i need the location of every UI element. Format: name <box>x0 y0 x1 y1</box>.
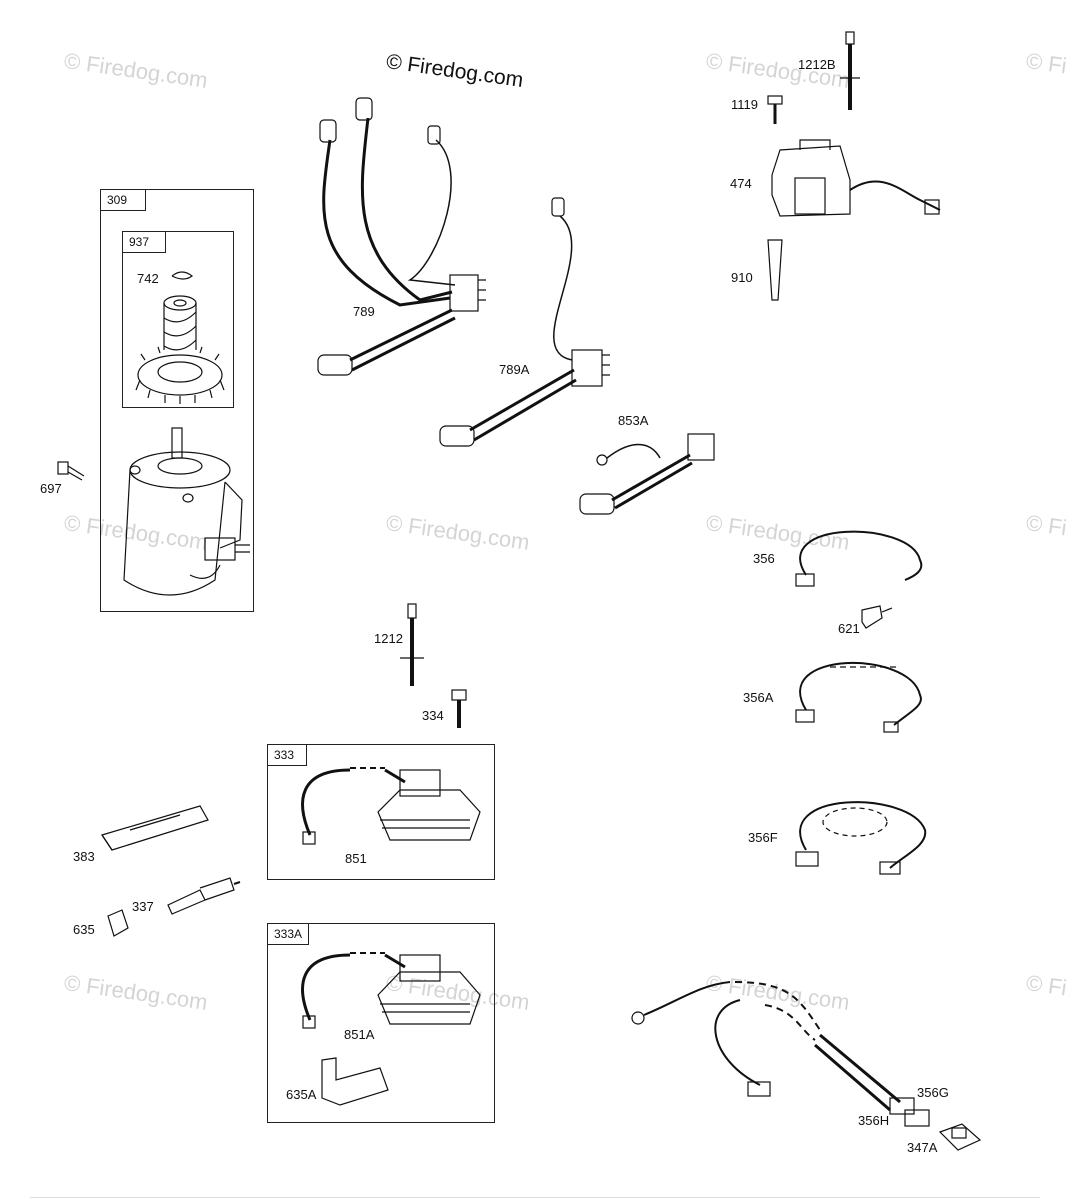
part-333A-drawing <box>301 952 481 1029</box>
frame-937: 937 <box>122 231 234 408</box>
label-789A: 789A <box>499 362 530 377</box>
label-356: 356 <box>753 551 775 566</box>
label-621: 621 <box>838 621 860 636</box>
label-853A: 853A <box>618 413 649 428</box>
part-635A-drawing <box>321 1057 389 1106</box>
frame-309: 309 <box>100 189 254 612</box>
part-347A-drawing <box>938 1123 982 1151</box>
part-789-drawing <box>317 97 486 376</box>
starter-drive-drawing <box>135 295 225 404</box>
label-334: 334 <box>422 708 444 723</box>
bottom-divider <box>30 1197 1040 1198</box>
part-356F-drawing <box>795 801 927 875</box>
label-635: 635 <box>73 922 95 937</box>
part-383-drawing <box>101 805 209 851</box>
part-1212B-drawing <box>840 31 860 110</box>
part-742-drawing <box>171 271 193 280</box>
part-635-drawing <box>107 909 129 937</box>
label-1119: 1119 <box>731 97 758 112</box>
label-742: 742 <box>137 271 159 286</box>
label-789: 789 <box>353 304 375 319</box>
part-621-drawing <box>861 605 893 629</box>
label-356G: 356G <box>917 1085 949 1100</box>
part-853A-drawing <box>579 433 715 515</box>
frame-937-label: 937 <box>123 232 167 253</box>
part-356A-drawing <box>795 661 922 733</box>
label-337: 337 <box>132 899 154 914</box>
part-697-drawing <box>57 461 85 481</box>
label-356H: 356H <box>858 1113 890 1128</box>
label-851: 851 <box>345 851 367 866</box>
label-347A: 347A <box>907 1140 938 1155</box>
label-697: 697 <box>40 481 62 496</box>
label-1212: 1212 <box>374 631 403 646</box>
label-474: 474 <box>730 176 752 191</box>
frame-333A-label: 333A <box>268 924 310 945</box>
part-333-drawing <box>301 767 481 845</box>
part-1119-drawing <box>767 95 783 124</box>
part-356-drawing <box>795 530 923 587</box>
frame-333: 333 <box>267 744 495 880</box>
frame-333A: 333A <box>267 923 495 1123</box>
part-910-drawing <box>767 239 783 301</box>
label-851A: 851A <box>344 1027 375 1042</box>
part-1212-drawing <box>400 603 424 686</box>
part-334-drawing <box>451 689 467 728</box>
frame-333-label: 333 <box>268 745 308 766</box>
frame-309-label: 309 <box>101 190 147 211</box>
part-789A-drawing <box>439 197 610 447</box>
label-356A: 356A <box>743 690 774 705</box>
starter-motor-drawing <box>123 427 250 596</box>
label-635A: 635A <box>286 1087 317 1102</box>
part-337-drawing <box>167 877 241 915</box>
label-356F: 356F <box>748 830 778 845</box>
part-356H-drawing <box>714 999 930 1127</box>
part-474-drawing <box>771 139 941 217</box>
label-383: 383 <box>73 849 95 864</box>
label-910: 910 <box>731 270 753 285</box>
label-1212B: 1212B <box>798 57 836 72</box>
part-356G-drawing <box>631 981 901 1104</box>
